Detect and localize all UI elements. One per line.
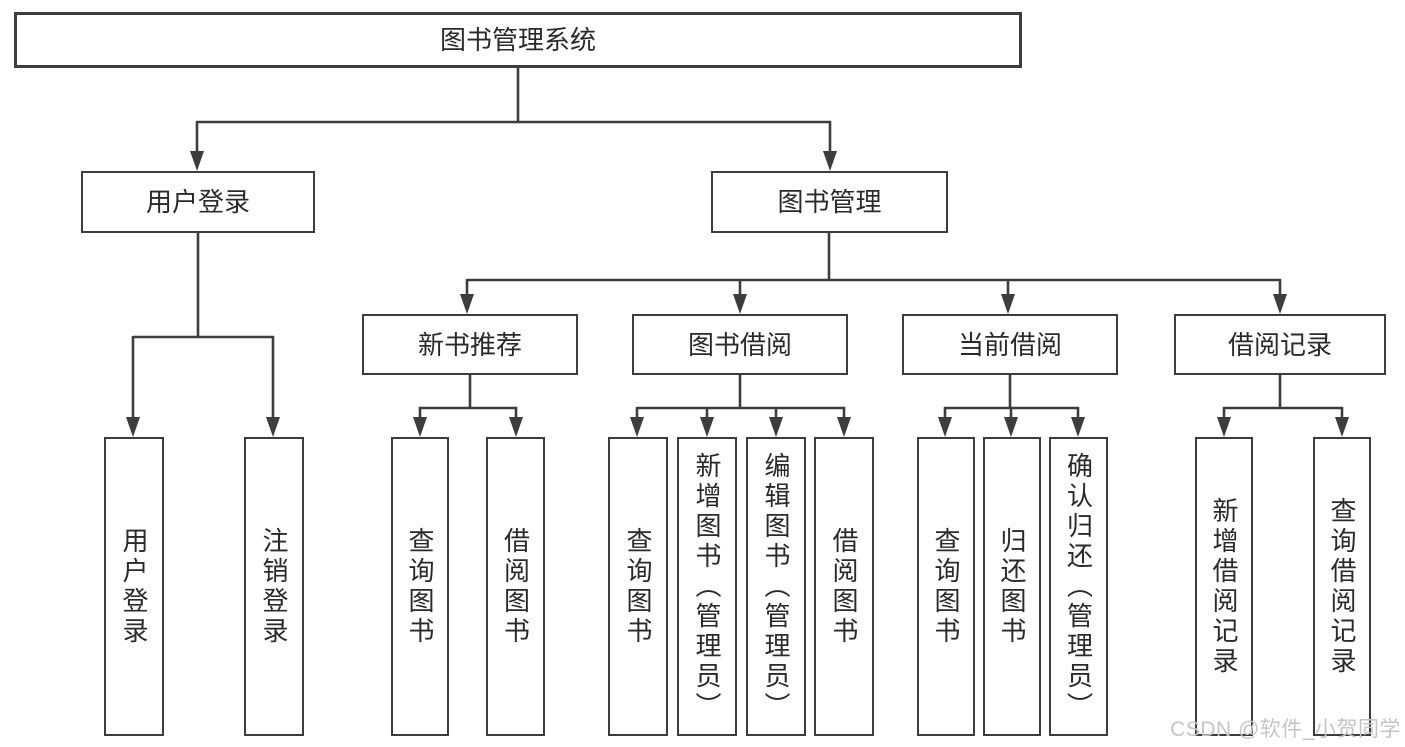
leaf-br-add-record: 新增借阅记录: [1195, 437, 1253, 736]
leaf-br-query-record: 查询借阅记录: [1313, 437, 1371, 736]
node-book-management: 图书管理: [711, 171, 948, 233]
arrowhead: [769, 417, 783, 437]
leaf-cb-return-books-label: 归还图书: [997, 526, 1027, 647]
leaf-cb-return-books: 归还图书: [983, 437, 1041, 736]
node-new-book-recommend: 新书推荐: [362, 314, 578, 375]
node-user-login-label: 用户登录: [145, 187, 250, 217]
arrowhead: [1004, 417, 1018, 437]
leaf-br-add-record-label: 新增借阅记录: [1209, 496, 1239, 677]
arrowhead: [700, 417, 714, 437]
arrowhead: [1335, 417, 1349, 437]
leaf-br-query-record-label: 查询借阅记录: [1327, 496, 1357, 677]
arrowhead: [266, 417, 280, 437]
arrowhead: [126, 417, 140, 437]
leaf-ns-borrow-books: 借阅图书: [486, 437, 545, 736]
arrowhead: [1273, 294, 1287, 314]
leaf-bb-add-books-admin-label: 新增图书（管理员）: [692, 451, 722, 722]
leaf-ns-query-books-label: 查询图书: [405, 526, 435, 647]
leaf-bb-edit-books-admin: 编辑图书（管理员）: [746, 437, 806, 736]
leaf-ns-query-books: 查询图书: [391, 437, 449, 736]
arrowhead: [190, 151, 204, 171]
arrowhead: [938, 417, 952, 437]
node-user-login: 用户登录: [81, 171, 315, 233]
arrowhead: [823, 151, 837, 171]
leaf-cb-query-books-label: 查询图书: [931, 526, 961, 647]
node-book-borrow-label: 图书借阅: [687, 329, 792, 360]
arrowhead: [630, 417, 644, 437]
leaf-ns-borrow-books-label: 借阅图书: [500, 526, 531, 647]
leaf-cb-confirm-return-admin: 确认归还（管理员）: [1049, 437, 1108, 736]
arrowhead: [1071, 417, 1085, 437]
leaf-cb-confirm-return-admin-label: 确认归还（管理员）: [1063, 451, 1094, 722]
arrowhead: [509, 417, 523, 437]
leaf-user-login: 用户登录: [104, 437, 164, 736]
node-new-book-recommend-label: 新书推荐: [417, 329, 522, 360]
arrowhead: [837, 417, 851, 437]
node-book-borrow: 图书借阅: [632, 314, 848, 375]
node-borrow-records: 借阅记录: [1174, 314, 1386, 375]
leaf-bb-add-books-admin: 新增图书（管理员）: [677, 437, 737, 736]
arrowhead: [460, 294, 474, 314]
arrowhead: [1001, 294, 1015, 314]
leaf-user-login-label: 用户登录: [119, 526, 149, 647]
node-current-borrow: 当前借阅: [902, 314, 1118, 375]
leaf-bb-query-books-label: 查询图书: [623, 526, 653, 647]
node-book-management-label: 图书管理: [777, 187, 882, 217]
leaf-bb-borrow-books: 借阅图书: [814, 437, 874, 736]
arrowhead: [413, 417, 427, 437]
leaf-bb-borrow-books-label: 借阅图书: [829, 526, 859, 647]
leaf-logout-label: 注销登录: [259, 526, 289, 647]
leaf-logout: 注销登录: [244, 437, 304, 736]
node-root: 图书管理系统: [14, 12, 1022, 68]
leaf-bb-query-books: 查询图书: [608, 437, 668, 736]
node-current-borrow-label: 当前借阅: [957, 329, 1062, 360]
arrowhead: [733, 294, 747, 314]
csdn-watermark: CSDN @软件_小贺同学: [1170, 718, 1401, 741]
leaf-bb-edit-books-admin-label: 编辑图书（管理员）: [761, 451, 791, 722]
node-borrow-records-label: 借阅记录: [1227, 329, 1332, 360]
leaf-cb-query-books: 查询图书: [917, 437, 975, 736]
arrowhead: [1217, 417, 1231, 437]
node-root-label: 图书管理系统: [439, 25, 596, 55]
